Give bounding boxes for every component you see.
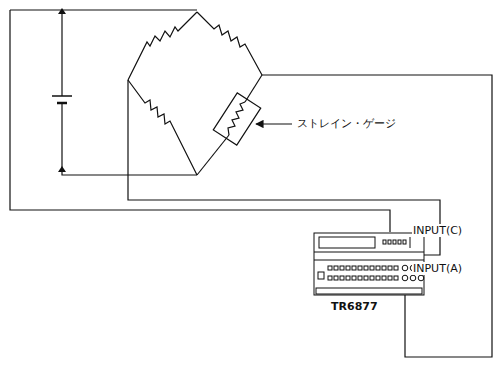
strain-gauge-box <box>213 93 260 145</box>
leader-line <box>256 123 292 124</box>
wire <box>62 103 197 175</box>
instrument-drawing <box>313 232 425 296</box>
wire <box>128 80 440 255</box>
wire <box>262 75 492 357</box>
signal-name: INPUT(C) <box>412 224 463 237</box>
battery-symbol <box>52 95 72 97</box>
junction-arrow <box>58 166 66 172</box>
instrument-box: TR6877 <box>313 232 425 296</box>
wire <box>61 10 62 96</box>
part-label: ストレイン・ゲージ <box>296 117 397 130</box>
junction-arrow <box>58 8 66 14</box>
model-name: TR6877 <box>331 300 378 313</box>
wire <box>10 9 197 10</box>
strain-gauge-symbol <box>228 102 245 135</box>
signal-name: INPUT(A) <box>412 262 463 275</box>
resistor-bridge <box>128 12 262 175</box>
